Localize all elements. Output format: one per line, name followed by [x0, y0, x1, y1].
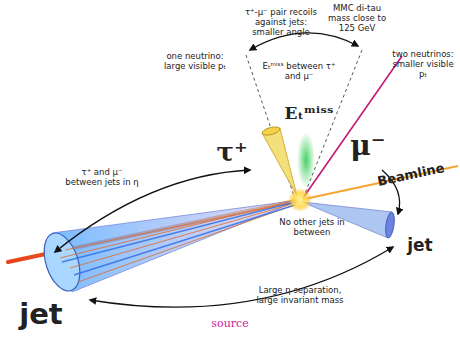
annotation: two neutrinos: smaller visible pₜ [390, 50, 456, 79]
annotation: τ⁺ and μ⁻ between jets in η [62, 168, 142, 188]
source-link: source [200, 318, 260, 331]
particle-label: τ⁺ [208, 138, 256, 168]
particle-label: Eₜᵐⁱˢˢ [278, 104, 340, 124]
annotation: one neutrino: large visible pₜ [160, 52, 230, 72]
beam-label: Beamline [365, 159, 456, 192]
annotation: No other jets in between [272, 218, 352, 238]
annotation: MMC di-tau mass close to 125 GeV [326, 4, 388, 33]
jet-label: jet [400, 236, 440, 256]
particle-label: μ⁻ [342, 130, 394, 162]
jet-label: jet [6, 298, 76, 331]
annotation: τ⁺-μ⁻ pair recoils against jets: smaller… [238, 8, 324, 37]
annotation: Eₜᵐⁱˢˢ between τ⁺ and μ⁻ [262, 62, 336, 82]
annotation: Large η separation, large invariant mass [250, 286, 350, 306]
